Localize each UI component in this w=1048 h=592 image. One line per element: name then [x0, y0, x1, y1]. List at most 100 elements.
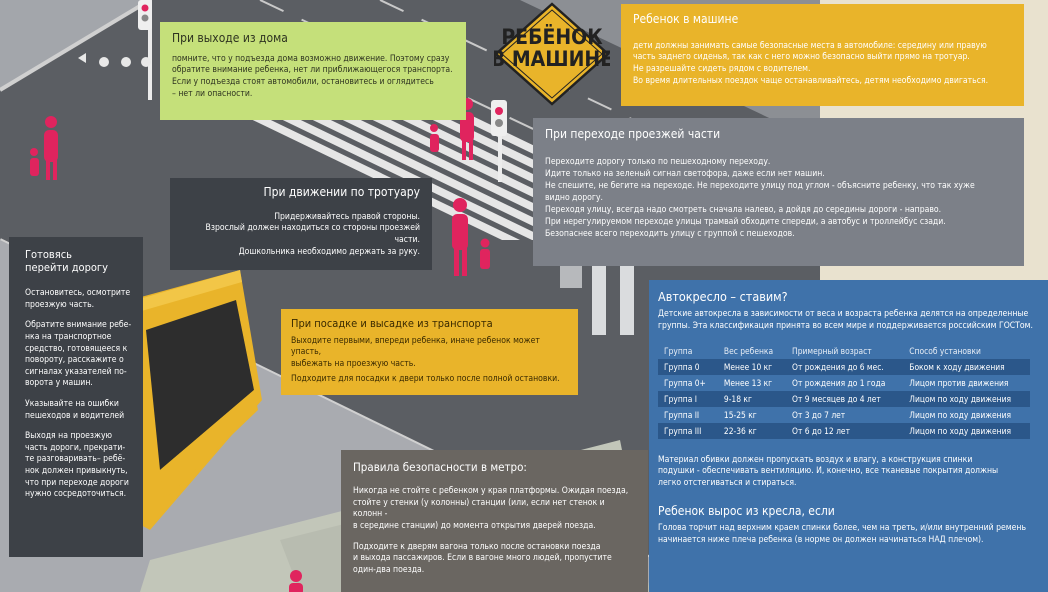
pedestrian-figures [30, 98, 490, 592]
table-cell: Группа 0+ [664, 377, 706, 388]
ready-title-line: Готовясь [25, 248, 72, 261]
ready-line: Обратите внимание ребе- [25, 320, 132, 331]
traffic-light-left [138, 0, 152, 100]
material-line: легко отстегиваться и стираться. [658, 477, 797, 488]
metro-line: Никогда не стойте с ребенком у края плат… [353, 486, 629, 497]
transport-title: При посадке и высадке из транспорта [291, 317, 493, 330]
crossing-card: При переходе проезжей части Переходите д… [533, 118, 1024, 266]
crossing-line: Переходите дорогу только по пешеходному … [545, 156, 771, 167]
child-in-car-line: дети должны занимать самые безопасные ме… [633, 40, 987, 51]
table-cell: Лицом против движения [909, 377, 1009, 388]
metro-line: Подходите к дверям вагона только после о… [353, 541, 601, 552]
table-cell: Менее 13 кг [723, 377, 773, 388]
outgrown-line: начинается ниже плеча ребенка (в норме о… [658, 534, 984, 545]
bus [130, 270, 262, 530]
outgrown-line: Голова торчит над верхним краем спинки б… [658, 523, 1026, 534]
table-row: Группа 0+ Менее 13 кг От рождения до 1 г… [658, 375, 1030, 391]
ready-line: те разговаривать– ребё- [25, 454, 126, 465]
sidewalk-card: При движении по тротуару Придерживайтесь… [170, 178, 432, 270]
ready-line: проезжую часть. [25, 299, 95, 310]
ready-line: повороту, расскажите о [25, 355, 124, 366]
table-cell: Лицом по ходу движения [903, 390, 1030, 407]
metro-line: в середине станции) до момента открытия … [353, 521, 596, 531]
ready-line: Указывайте на ошибки [25, 399, 119, 410]
header-group: Группа [664, 345, 693, 356]
header-age: Примерный возраст [792, 345, 872, 356]
ready-line: часть дороги, прекрати- [25, 442, 126, 453]
ready-line: нок должен привыкнуть, [25, 466, 128, 476]
table-cell: Боком к ходу движения [903, 358, 1030, 375]
signal-dots [78, 53, 151, 67]
table-cell: 9-18 кг [717, 390, 787, 407]
crossing-text: Переходите дорогу только по пешеходному … [545, 156, 1012, 240]
child-in-car-sign: РЕБЁНОК В МАШИНЕ [494, 2, 610, 106]
metro-title: Правила безопасности в метро: [353, 460, 527, 474]
metro-line: стойте у стенки (у колонны) станции (или… [353, 497, 605, 520]
table-row: Группа III 22-36 кг От 6 до 12 лет Лицом… [658, 422, 1030, 439]
table-cell: 22-36 кг [717, 422, 787, 439]
transport-line: выбежать на проезжую часть. [291, 358, 416, 369]
car-seat-title: Автокресло – ставим? [658, 289, 788, 304]
exit-home-title: При выходе из дома [172, 31, 288, 45]
table-row: Группа I 9-18 кг От 9 месяцев до 4 лет Л… [658, 390, 1030, 407]
ready-line: пешеходов и водителей [25, 410, 125, 421]
transport-line: Подходите для посадки к двери только пос… [291, 374, 560, 385]
material-line: Материал обивки должен пропускать воздух… [658, 454, 973, 465]
table-cell: 15-25 кг [723, 409, 757, 420]
crossing-line: видно дорогу. [545, 192, 603, 203]
table-header-row: Группа Вес ребенка Примерный возраст Спо… [658, 343, 1030, 359]
sidewalk-line: Взрослый должен находиться со стороны пр… [205, 223, 420, 245]
car-seat-intro-line: Детские автокресла в зависимости от веса… [658, 309, 1029, 320]
child-in-car-line: Не разрешайте сидеть рядом с водителем. [633, 63, 811, 74]
ready-line: средство, готовящееся к [25, 343, 128, 354]
ready-line: нка на транспортное [25, 332, 112, 343]
ready-para-1: Остановитесь, осмотрите проезжую часть. [25, 288, 134, 311]
ready-to-cross-card: Готовясь перейти дорогу Остановитесь, ос… [9, 237, 143, 557]
metro-para-1: Никогда не стойте с ребенком у края плат… [353, 486, 636, 532]
car-seat-panel: Автокресло – ставим? Детские автокресла … [649, 280, 1048, 592]
crossing-title: При переходе проезжей части [545, 127, 721, 141]
child-in-car-text: дети должны занимать самые безопасные ме… [633, 41, 1012, 87]
exit-home-line: Если у подъезда стоят автомобили, остано… [172, 76, 434, 87]
table-cell: От 9 месяцев до 4 лет [786, 390, 904, 407]
child-in-car-title: Ребенок в машине [633, 12, 739, 26]
metro-para-2: Подходите к дверям вагона только после о… [353, 542, 636, 577]
car-seat-intro-line: группы. Эта классификация принята во все… [658, 320, 1033, 331]
crossing-line: Переходя улицу, всегда надо смотреть сна… [545, 204, 942, 215]
ready-line: сигналах указателей по- [25, 366, 127, 377]
ready-para-4: Выходя на проезжую часть дороги, прекрат… [25, 431, 134, 501]
sidewalk-title: При движении по тротуару [263, 185, 420, 199]
exit-home-card: При выходе из дома помните, что у подъез… [160, 22, 466, 120]
table-row: Группа II 15-25 кг От 3 до 7 лет Лицом п… [658, 407, 1030, 423]
ready-line: что при переходе дороги [25, 477, 129, 488]
table-cell: Группа 0 [658, 358, 718, 375]
table-cell: Лицом по ходу движения [903, 422, 1030, 439]
table-row: Группа 0 Менее 10 кг От рождения до 6 ме… [658, 358, 1030, 375]
transport-para-1: Выходите первыми, впереди ребенка, иначе… [291, 336, 568, 371]
crossing-line: Не спешите, не бегите на переходе. Не пе… [545, 180, 975, 191]
child-in-car-card: Ребенок в машине дети должны занимать са… [621, 4, 1024, 106]
sign-line-2: В МАШИНЕ [494, 47, 610, 71]
sidewalk-text: Придерживайтесь правой стороны. Взрослый… [182, 212, 420, 258]
metro-line: один-два поезда. [353, 564, 425, 575]
ready-line: Остановитесь, осмотрите [25, 288, 131, 299]
transport-line: Выходите первыми, впереди ребенка, иначе… [291, 335, 540, 358]
metro-card: Правила безопасности в метро: Никогда не… [341, 450, 648, 592]
metro-line: и выхода пассажиров. Если в вагоне много… [353, 553, 612, 564]
table-cell: От рождения до 1 года [792, 377, 886, 388]
outgrown-text: Голова торчит над верхним краем спинки б… [658, 523, 1048, 546]
ready-title: Готовясь перейти дорогу [25, 248, 134, 274]
table-cell: Лицом по ходу движения [909, 409, 1012, 420]
table-cell: Группа III [658, 422, 718, 439]
ready-line: ворота у машин. [25, 378, 93, 389]
child-in-car-line: Во время длительных поездок чаще останав… [633, 75, 989, 86]
exit-home-text: помните, что у подъезда дома возможно дв… [172, 54, 454, 100]
crossing-line: При нерегулируемом переходе улицы трамва… [545, 216, 946, 227]
ready-para-3: Указывайте на ошибки пешеходов и водител… [25, 399, 134, 422]
child-in-car-line: часть заднего сиденья, так как с него мо… [633, 52, 970, 63]
car-seat-intro: Детские автокресла в зависимости от веса… [658, 309, 1048, 332]
table-cell: Группа II [664, 409, 700, 420]
crossing-line: Безопаснее всего переходить улицу с груп… [545, 228, 795, 239]
table-cell: От рождения до 6 мес. [786, 358, 904, 375]
sign-line-1: РЕБЁНОК [501, 24, 603, 49]
